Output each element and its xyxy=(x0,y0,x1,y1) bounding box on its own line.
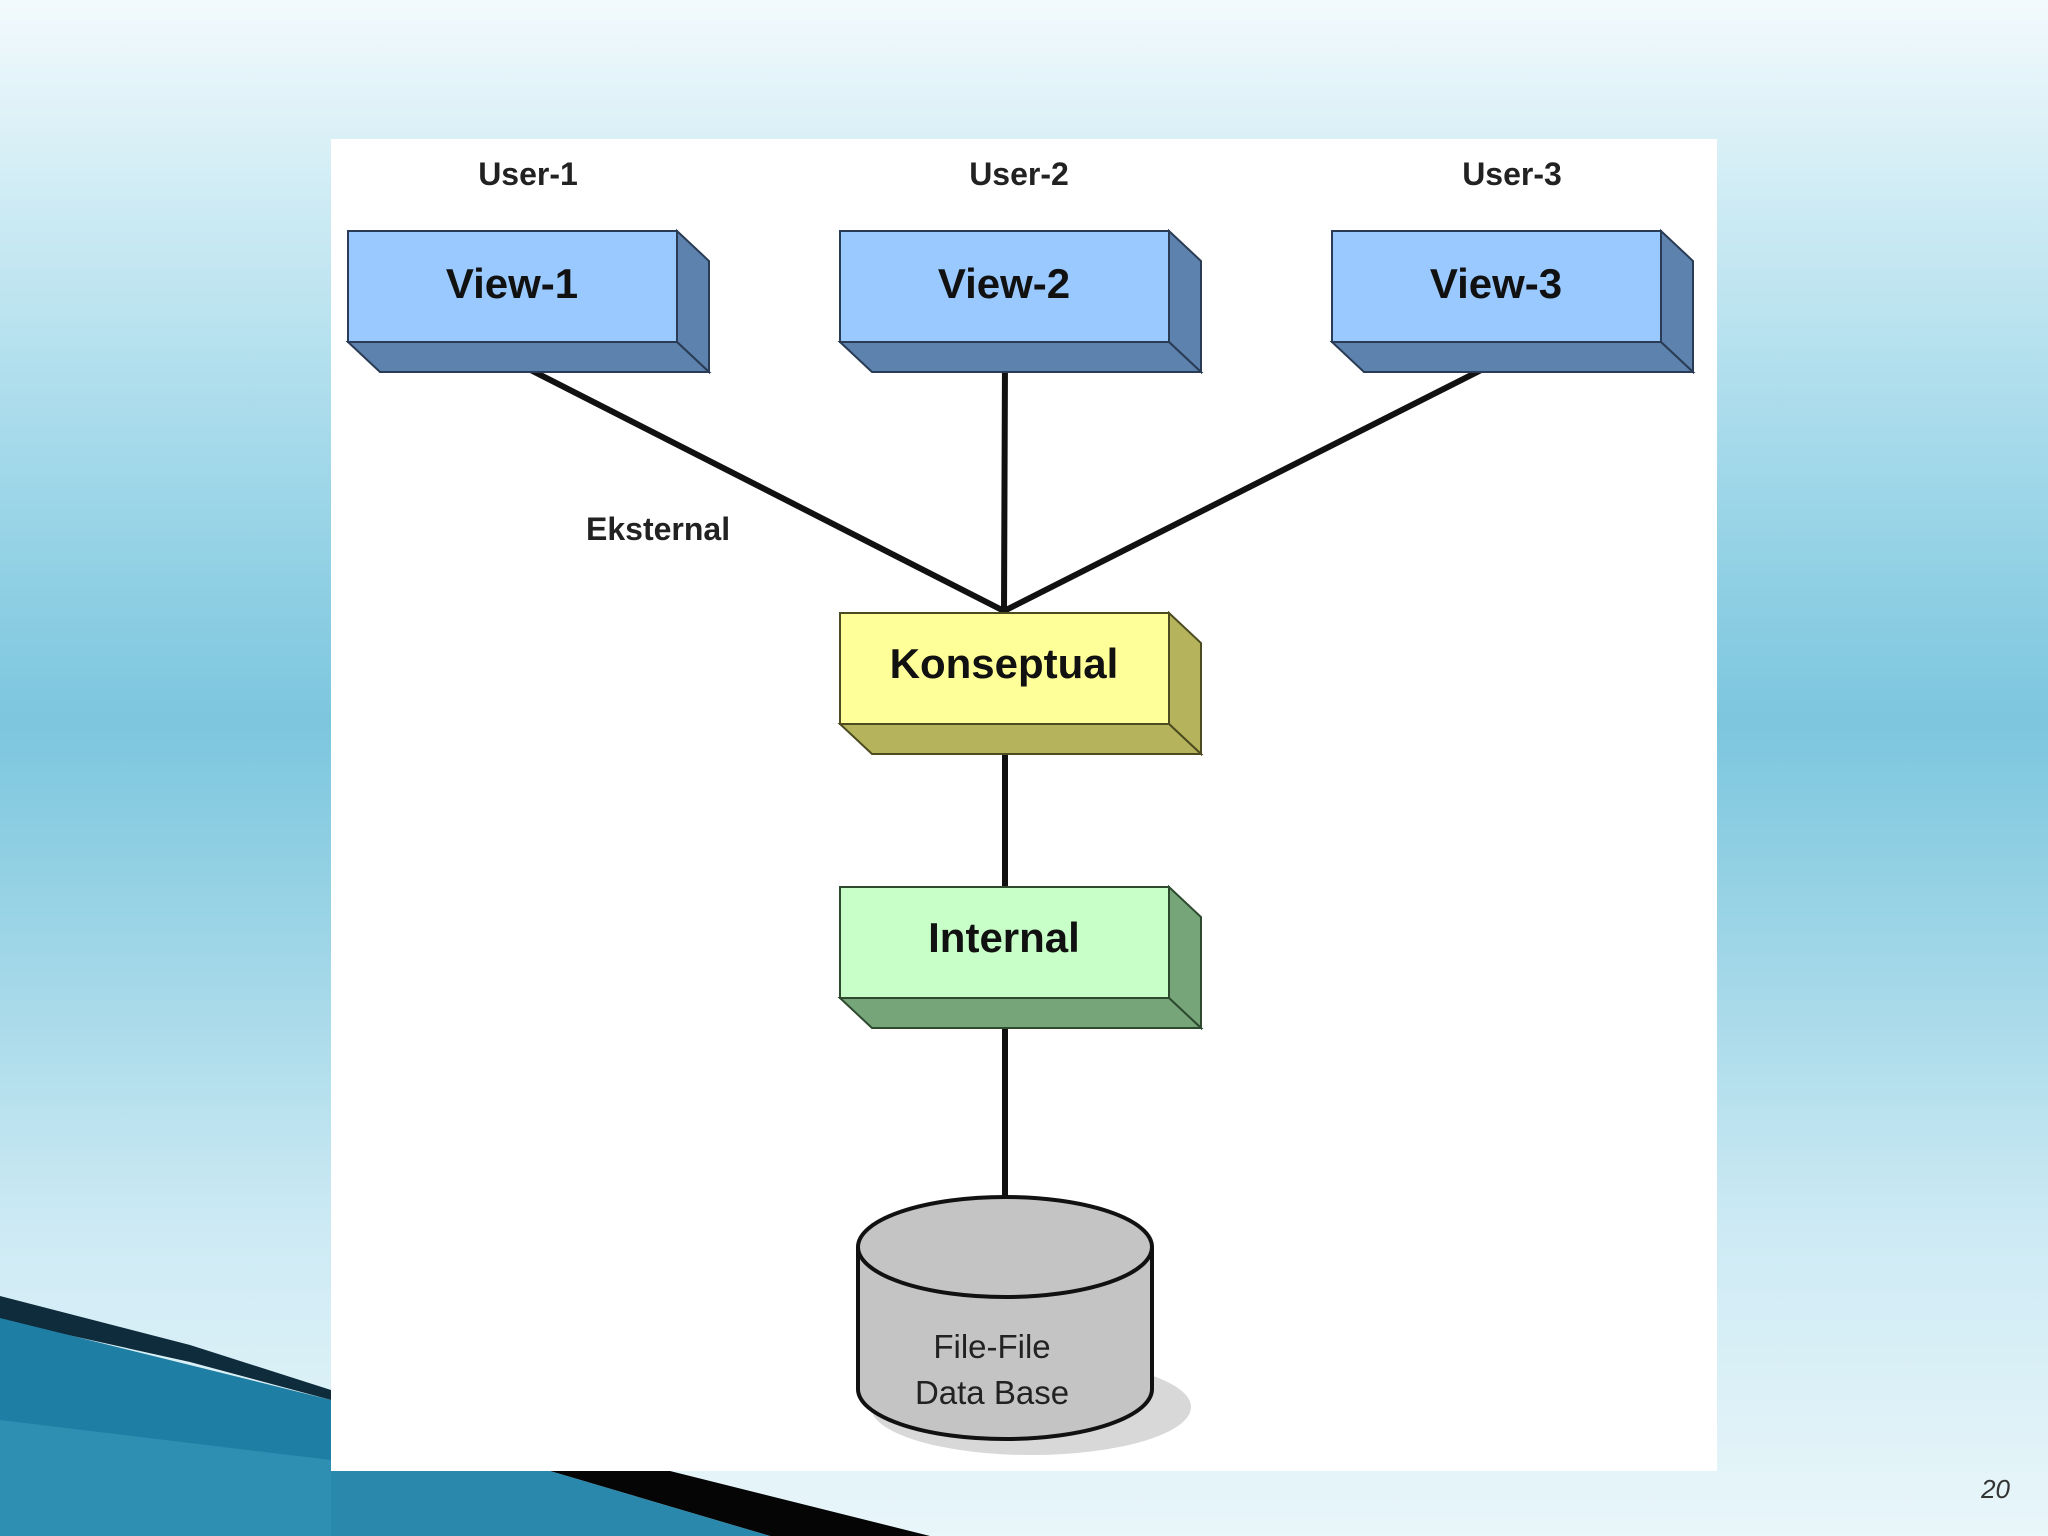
view-box-3-bottom xyxy=(1329,341,1696,373)
connectors xyxy=(510,358,1502,1244)
view-box-1: View-1 xyxy=(345,228,712,375)
diagram-figure: User-1 User-2 User-3 View-1 View-2 View-… xyxy=(331,139,1717,1471)
connector-view3-conceptual xyxy=(1001,358,1502,614)
corner-swoosh-dark xyxy=(0,1296,331,1400)
internal-box: Internal xyxy=(837,884,1204,1031)
internal-box-face xyxy=(839,886,1170,999)
database-label-line2: Data Base xyxy=(915,1374,1069,1411)
view-label-2: View-2 xyxy=(938,260,1070,307)
conceptual-label: Konseptual xyxy=(890,640,1119,687)
database-label-line1: File-File xyxy=(933,1328,1050,1365)
conceptual-box-face xyxy=(839,612,1170,725)
user-label-2: User-2 xyxy=(969,156,1069,192)
user-label-3: User-3 xyxy=(1462,156,1562,192)
view-label-1: View-1 xyxy=(446,260,578,307)
conceptual-box-bottom xyxy=(837,723,1204,755)
database-top xyxy=(856,1195,1154,1299)
external-level-label: Eksternal xyxy=(586,511,730,547)
database-body xyxy=(856,1247,1154,1441)
slide-page-number: 20 xyxy=(1981,1474,2010,1504)
connector-view2-conceptual xyxy=(1001,358,1008,614)
database-cylinder: File-File Data Base xyxy=(856,1195,1191,1455)
internal-label: Internal xyxy=(928,914,1080,961)
connector-view1-conceptual xyxy=(510,358,1007,614)
three-schema-diagram: User-1 User-2 User-3 View-1 View-2 View-… xyxy=(345,156,1696,1455)
bottom-swoosh-black xyxy=(550,1471,930,1536)
view-box-3: View-3 xyxy=(1329,228,1696,375)
view-box-3-face xyxy=(1331,230,1662,343)
view-box-1-face xyxy=(347,230,678,343)
view-label-3: View-3 xyxy=(1430,260,1562,307)
view-box-2-bottom xyxy=(837,341,1204,373)
view-box-1-bottom xyxy=(345,341,712,373)
internal-box-bottom xyxy=(837,997,1204,1029)
corner-swoosh-light xyxy=(0,1420,331,1536)
user-label-1: User-1 xyxy=(478,156,578,192)
view-box-2: View-2 xyxy=(837,228,1204,375)
view-box-2-face xyxy=(839,230,1170,343)
bottom-swoosh-shade xyxy=(331,1471,770,1536)
conceptual-box: Konseptual xyxy=(837,610,1204,757)
